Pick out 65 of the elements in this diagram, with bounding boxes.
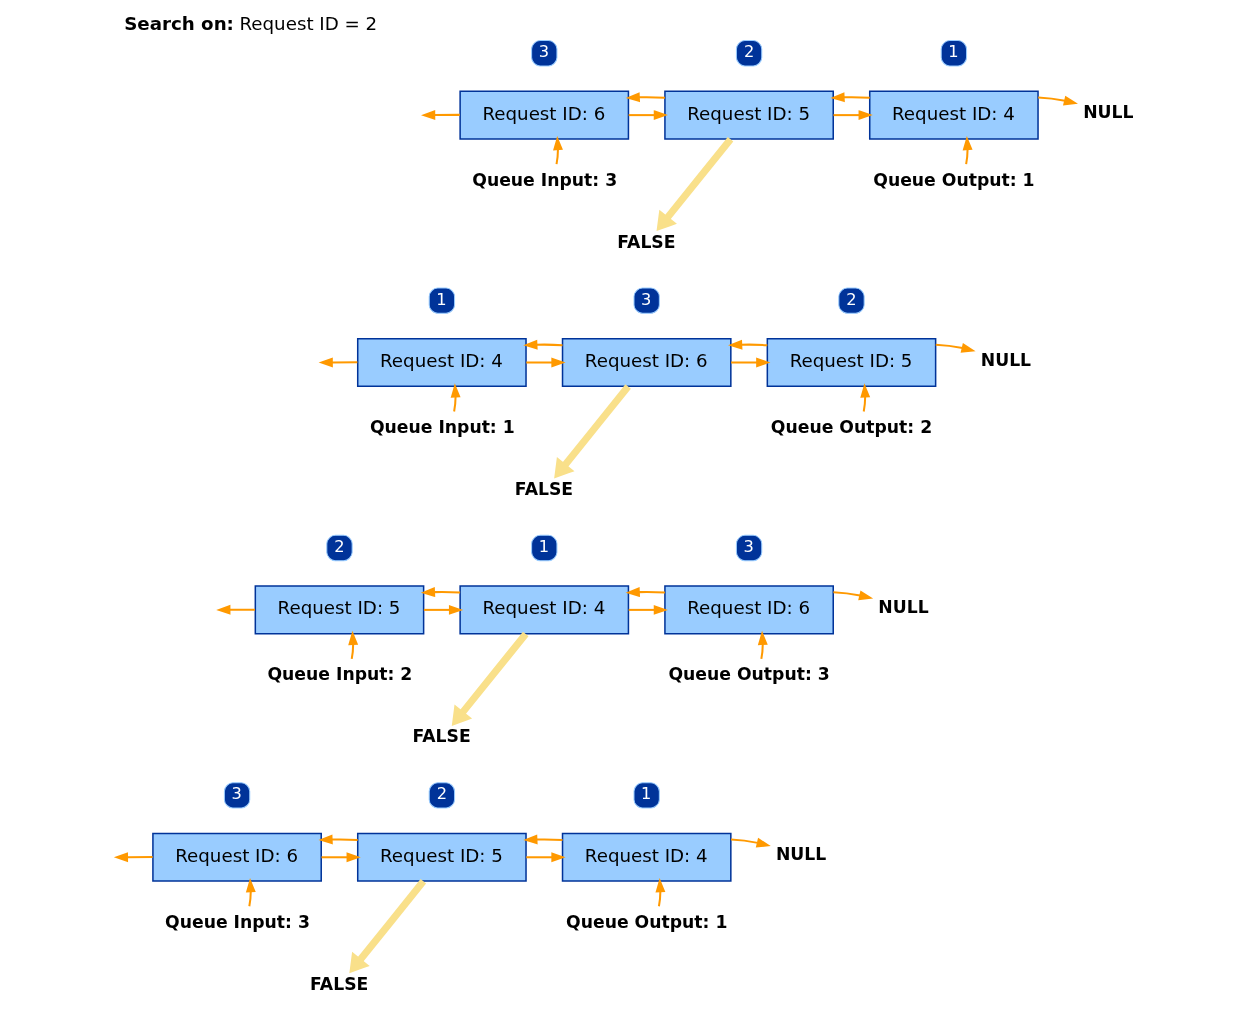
arrow [450, 383, 461, 412]
arrow [656, 136, 734, 232]
node-text: Queue Input: 3 [165, 911, 310, 932]
node-text: NULL [1083, 102, 1134, 123]
node-box: Request ID: 5 [766, 337, 937, 388]
node-box: Request ID: 5 [356, 832, 527, 882]
node-text: Queue Output: 3 [668, 664, 830, 685]
node-text: Queue Output: 1 [566, 911, 728, 932]
arrow [860, 383, 871, 412]
arrow [628, 604, 668, 615]
node-text: Queue Output: 2 [770, 417, 933, 438]
arrow [1038, 95, 1078, 106]
node-text: Queue Output: 1 [873, 169, 1035, 190]
node-box: Request ID: 4 [561, 832, 732, 882]
arrow [625, 587, 665, 598]
arrow [728, 339, 768, 350]
node-text: FALSE [310, 973, 369, 994]
arrow [553, 135, 563, 165]
arrow [113, 852, 153, 863]
arrow [349, 879, 427, 974]
arrow [731, 357, 771, 368]
node-text: NULL [878, 597, 929, 618]
node-box: Request ID: 6 [561, 337, 732, 388]
arrow [730, 837, 771, 848]
arrow [757, 630, 768, 660]
arrow [318, 357, 358, 368]
node-box: Request ID: 6 [664, 585, 834, 635]
arrow [423, 604, 464, 615]
arrow [420, 587, 461, 598]
arrow [348, 630, 359, 660]
arrow [451, 631, 529, 726]
node-text: FALSE [514, 478, 574, 499]
node-text: FALSE [412, 726, 471, 747]
arrow [523, 339, 563, 350]
arrow [833, 590, 874, 601]
node-text: Queue Input: 1 [369, 417, 515, 438]
node-text: NULL [980, 349, 1032, 370]
node-box: Request ID: 4 [868, 90, 1039, 140]
arrow [554, 384, 631, 479]
arrow [321, 852, 361, 863]
arrow [526, 852, 566, 863]
arrow [628, 110, 668, 121]
node-text: FALSE [617, 231, 676, 252]
diagram-title: Search on: Request ID = 2 [124, 12, 378, 34]
arrow [216, 604, 255, 615]
arrow [830, 92, 870, 103]
arrow [935, 343, 976, 353]
arrow [833, 110, 873, 121]
node-box: Request ID: 5 [254, 585, 425, 635]
node-text: Queue Input: 3 [472, 169, 618, 190]
node-box: Request ID: 4 [459, 585, 630, 635]
arrow [526, 357, 566, 368]
arrow [625, 92, 665, 103]
node-box: Request ID: 6 [459, 90, 630, 140]
arrow [523, 834, 563, 845]
node-text: Queue Input: 2 [267, 664, 413, 685]
node-text: NULL [775, 844, 827, 865]
arrow [245, 878, 256, 907]
arrow [318, 834, 358, 845]
node-box: Request ID: 4 [356, 337, 527, 388]
arrow [962, 135, 973, 165]
arrow [421, 110, 460, 120]
node-box: Request ID: 5 [664, 90, 834, 140]
arrow [655, 878, 666, 907]
node-box: Request ID: 6 [152, 832, 322, 882]
